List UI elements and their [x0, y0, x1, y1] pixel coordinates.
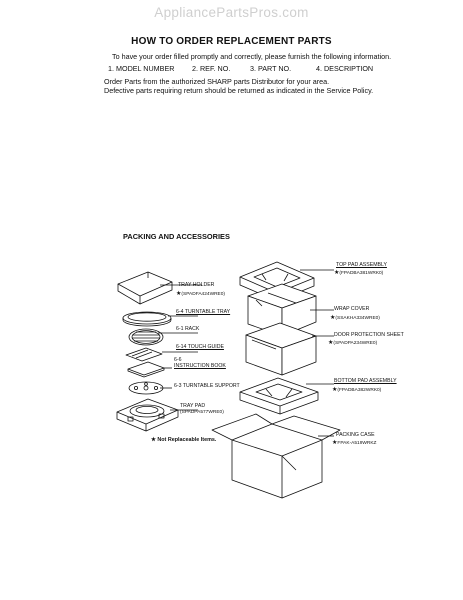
label-door-sheet: DOOR PROTECTION SHEET	[334, 332, 404, 338]
code-door-sheet-text: (SPADPA234WRE0)	[333, 341, 378, 346]
code-door-sheet: ★(SPADPA234WRE0)	[328, 339, 377, 346]
label-instruction-book: INSTRUCTION BOOK	[174, 363, 226, 369]
order-field-part: 3. PART NO.	[250, 64, 292, 73]
packing-case-drawing	[211, 413, 341, 499]
tray-pad-drawing	[116, 398, 179, 432]
code-top-pad-text: (FPADBA381WRK0)	[339, 271, 384, 276]
turntable-tray-drawing	[122, 311, 172, 327]
door-sheet-drawing	[245, 322, 317, 376]
code-tray-holder: ★(SPADFA424WRE0)	[176, 290, 225, 297]
star-icon: ★	[328, 340, 334, 346]
star-icon: ★	[151, 437, 156, 443]
label-turntable-support: 6-3 TURNTABLE SUPPORT	[174, 383, 240, 389]
instruction-book-drawing	[127, 361, 165, 378]
code-wrap-cover: ★(SSAKHA334WRE0)	[330, 314, 380, 321]
section-title: PACKING AND ACCESSORIES	[123, 232, 230, 241]
label-instruction-ref: 6-6	[174, 357, 182, 363]
star-icon: ★	[332, 387, 338, 393]
page-title: HOW TO ORDER REPLACEMENT PARTS	[131, 36, 332, 47]
intro-text: To have your order filled promptly and c…	[112, 52, 392, 61]
order-field-ref: 2. REF. NO.	[192, 64, 231, 73]
touch-guide-drawing	[125, 347, 163, 362]
order-field-model: 1. MODEL NUMBER	[108, 64, 175, 73]
not-replaceable-note: ★ Not Replaceable Items.	[151, 437, 216, 443]
note-defective: Defective parts requiring return should …	[104, 86, 374, 95]
code-bottom-pad-text: (FPADBA382WRK0)	[337, 388, 382, 393]
code-wrap-cover-text: (SSAKHA334WRE0)	[335, 316, 380, 321]
label-wrap-cover: WRAP COVER	[334, 306, 370, 312]
label-tray-holder: TRAY HOLDER	[178, 282, 215, 288]
label-packing-case: PACKING CASE	[336, 432, 375, 438]
code-bottom-pad: ★(FPADBA382WRK0)	[332, 386, 381, 393]
label-rack: 6-1 RACK	[176, 326, 200, 332]
label-touch-guide: 6-14 TOUCH GUIDE	[176, 344, 224, 350]
rack-drawing	[128, 328, 164, 346]
code-tray-holder-text: (SPADFA424WRE0)	[181, 292, 226, 297]
order-fields: 1. MODEL NUMBER 2. REF. NO. 3. PART NO. …	[0, 64, 463, 74]
watermark: AppliancePartsPros.com	[154, 5, 309, 20]
order-field-description: 4. DESCRIPTION	[316, 64, 374, 73]
star-icon: ★	[332, 440, 338, 446]
star-icon: ★	[330, 315, 336, 321]
star-icon: ★	[176, 291, 182, 297]
code-tray-pad: (SPADPA577WRE0)	[180, 410, 224, 415]
label-bottom-pad: BOTTOM PAD ASSEMBLY	[334, 378, 397, 384]
code-packing-case-text: FPAK-A519WRKZ	[337, 441, 377, 446]
star-icon: ★	[334, 270, 340, 276]
turntable-support-drawing	[128, 381, 164, 395]
note-distributor: Order Parts from the authorized SHARP pa…	[104, 77, 330, 86]
wrap-cover-drawing	[247, 283, 317, 337]
code-top-pad: ★(FPADBA381WRK0)	[334, 269, 383, 276]
bottom-pad-drawing	[239, 377, 319, 415]
not-replaceable-text: Not Replaceable Items.	[157, 437, 217, 443]
label-tray-pad: TRAY PAD	[180, 403, 206, 409]
label-turntable-tray: 6-4 TURNTABLE TRAY	[176, 309, 231, 315]
label-top-pad: TOP PAD ASSEMBLY	[336, 262, 387, 268]
tray-holder-drawing	[117, 271, 173, 305]
code-packing-case: ★FPAK-A519WRKZ	[332, 439, 377, 446]
